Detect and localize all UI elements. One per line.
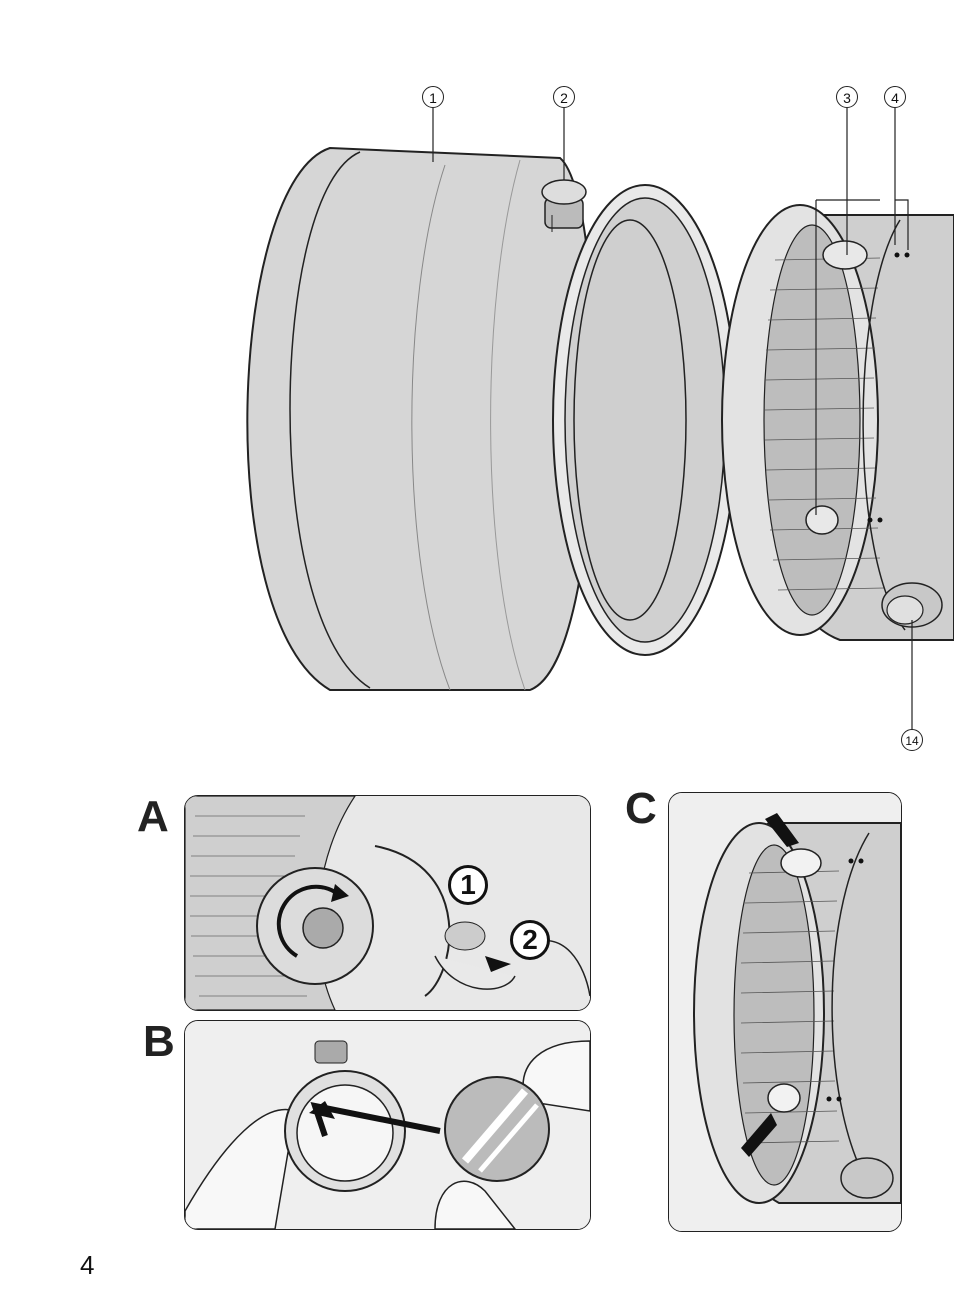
lens-hood-body	[247, 148, 594, 690]
panel-c	[668, 792, 902, 1232]
panel-a-letter: A	[137, 795, 169, 839]
panel-c-illustration	[669, 793, 901, 1231]
panel-c-letter: C	[625, 787, 657, 831]
panel-a-step-1: 1	[448, 865, 488, 905]
panel-a-illustration	[185, 796, 590, 1010]
callout-lens-knob: 14	[901, 729, 923, 751]
panel-a	[184, 795, 591, 1011]
page-number: 4	[80, 1250, 94, 1281]
panel-b	[184, 1020, 591, 1230]
hood-lock-knob	[542, 180, 586, 232]
main-lens-illustration	[0, 0, 954, 780]
callout-index-dots: 4	[884, 86, 906, 108]
callout-hood: 1	[422, 86, 444, 108]
callout-lens-button: 3	[836, 86, 858, 108]
panel-b-illustration	[185, 1021, 590, 1229]
panel-a-step-2: 2	[510, 920, 550, 960]
panel-b-letter: B	[143, 1020, 175, 1064]
callout-hood-knob: 2	[553, 86, 575, 108]
